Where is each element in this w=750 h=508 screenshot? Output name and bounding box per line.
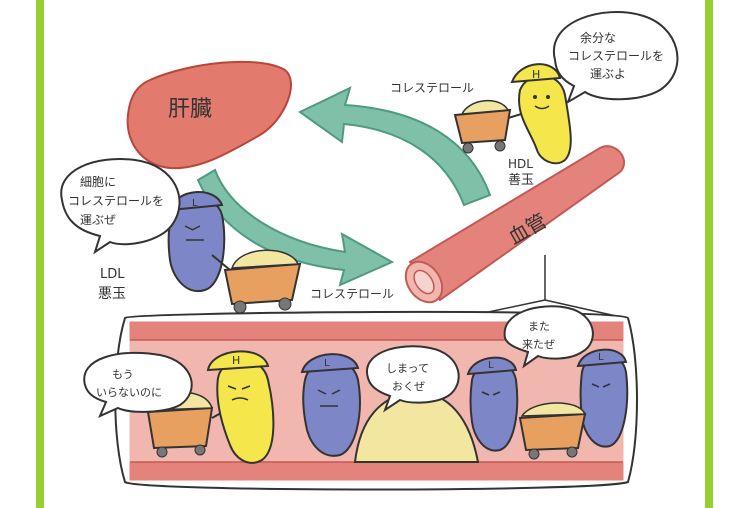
liver-label: 肝臓 bbox=[168, 97, 212, 122]
ldl-left-bubble-line2: コレステロールを bbox=[68, 194, 164, 208]
hdl-character-top: H bbox=[453, 63, 572, 165]
hdl-bottom-bubble-line2: いらないのに bbox=[96, 386, 162, 399]
hdl-top-bubble-line2: コレステロールを bbox=[568, 49, 664, 63]
cholesterol-label-bottom: コレステロール bbox=[310, 287, 394, 301]
ldl-left-bubble-line3: 運ぶぜ bbox=[80, 213, 116, 227]
hdl-bottom-speech-bubble: もう いらないのに bbox=[83, 351, 193, 418]
hdl-top-bubble-line1: 余分な bbox=[580, 30, 616, 45]
ldl-label-line2: 悪玉 bbox=[98, 286, 126, 302]
ldl-cap-letter-middle: L bbox=[324, 358, 330, 369]
ldl-right-bubble-line1: また bbox=[528, 320, 550, 333]
ldl-left-speech-bubble: 細胞に コレステロールを 運ぶぜ bbox=[60, 158, 181, 255]
hdl-bottom-bubble-line1: もう bbox=[112, 368, 134, 381]
left-green-border bbox=[36, 0, 44, 508]
ldl-left-bubble-line1: 細胞に bbox=[80, 175, 116, 189]
ldl-character-middle: L bbox=[300, 353, 361, 457]
ldl-label-line1: LDL bbox=[100, 267, 125, 282]
hdl-label-line1: HDL bbox=[508, 157, 533, 171]
ldl-middle-speech-bubble: しまって おくぜ bbox=[365, 345, 460, 413]
ldl-cap-letter-right1: L bbox=[488, 360, 494, 371]
ldl-character-right-1: L bbox=[466, 356, 519, 452]
liver-shape bbox=[126, 60, 292, 170]
ldl-middle-bubble-line1: しまって bbox=[386, 362, 429, 375]
ldl-cap-letter-right2: L bbox=[598, 352, 604, 363]
ldl-middle-bubble-line2: おくぜ bbox=[392, 380, 425, 393]
cholesterol-label-top: コレステロール bbox=[390, 81, 474, 95]
cart-right bbox=[518, 402, 587, 460]
hdl-cap-letter-top: H bbox=[532, 68, 540, 81]
ldl-character-left: L bbox=[167, 191, 302, 314]
arrow-to-liver bbox=[298, 86, 492, 207]
right-green-border bbox=[705, 0, 713, 508]
hdl-cap-letter-bottom: H bbox=[232, 354, 240, 367]
hdl-top-bubble-line3: 運ぶよ bbox=[590, 67, 626, 81]
hdl-label-line2: 善玉 bbox=[508, 172, 534, 188]
hdl-top-speech-bubble: 余分な コレステロールを 運ぶよ bbox=[552, 11, 679, 105]
ldl-right-bubble-line2: 来たぜ bbox=[522, 338, 555, 351]
ldl-cap-letter-left: L bbox=[192, 198, 198, 209]
ldl-character-right-2: L bbox=[576, 348, 629, 448]
ldl-right-speech-bubble: また 来たぜ bbox=[503, 305, 594, 369]
